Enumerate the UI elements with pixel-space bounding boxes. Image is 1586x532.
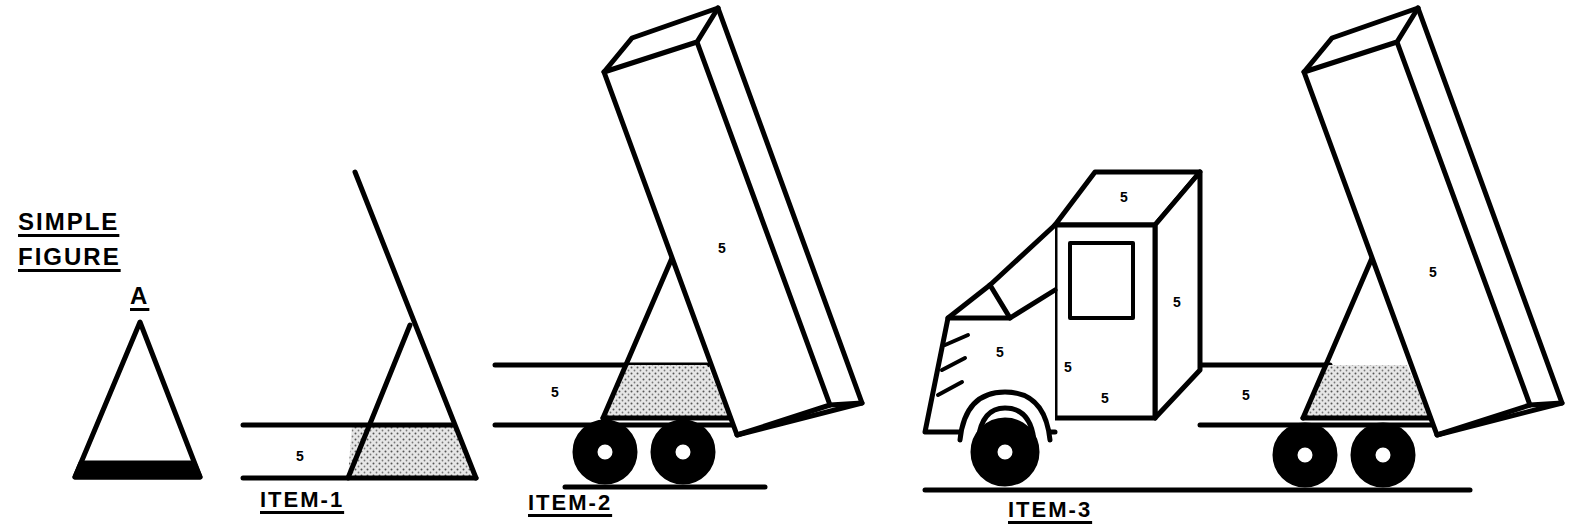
callout-number: 5 xyxy=(718,240,726,256)
callout-number: 5 xyxy=(1064,359,1072,375)
item-label: ITEM-3 xyxy=(1008,494,1092,526)
item3-truck xyxy=(925,8,1562,490)
callout-number: 5 xyxy=(1429,264,1437,280)
callout-number: 5 xyxy=(551,384,559,400)
figure-heading: SIMPLE FIGURE xyxy=(18,205,138,275)
simple-triangle xyxy=(75,322,200,477)
callout-number: 5 xyxy=(1120,189,1128,205)
item1-figure xyxy=(243,172,476,478)
callout-number: 5 xyxy=(296,448,304,464)
figure-letter: A xyxy=(130,279,149,314)
item-label: ITEM-1 xyxy=(260,484,344,516)
item-label: ITEM-2 xyxy=(528,487,612,519)
callout-number: 5 xyxy=(1173,294,1181,310)
callout-number: 5 xyxy=(1242,387,1250,403)
item2-dump-body xyxy=(495,8,862,487)
callout-number: 5 xyxy=(1101,390,1109,406)
callout-number: 5 xyxy=(996,344,1004,360)
